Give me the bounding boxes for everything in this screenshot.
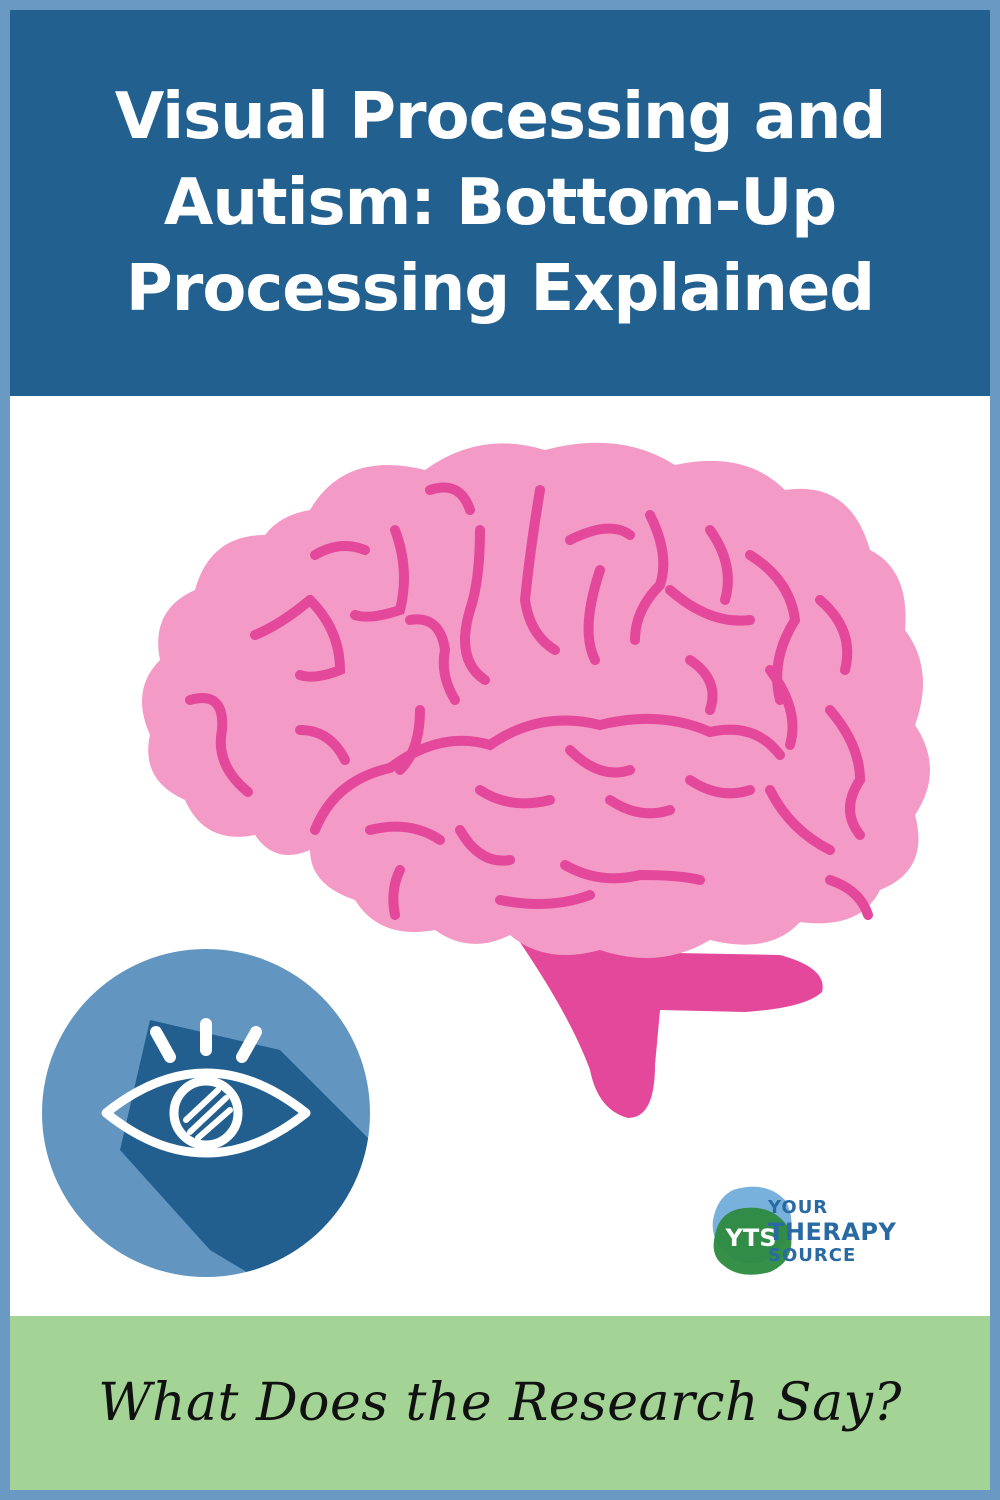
brainstem-shape [515,935,823,1118]
logo-line-source: SOURCE [768,1245,857,1266]
logo-line-your: YOUR [768,1197,829,1218]
brain-outline [142,442,930,958]
illustration-area [42,442,930,1277]
logo-line-therapy: THERAPY [768,1218,897,1246]
logo-badge: YTS [724,1224,776,1252]
logo-blob-green [713,1207,792,1275]
temporal-lobe-line [310,713,785,835]
brain-folds [185,482,873,920]
footer-banner: What Does the Research Say? [10,1316,990,1490]
eye-icon [42,949,370,1277]
title-line-1: Visual Processing and [114,80,887,154]
footer-subtitle: What Does the Research Say? [98,1373,902,1433]
title-line-2: Autism: Bottom-Up [163,166,837,240]
page-title: Visual Processing and Autism: Bottom-Up … [50,74,950,332]
header-banner: Visual Processing and Autism: Bottom-Up … [10,10,990,396]
yts-logo: YTS [712,1186,792,1275]
title-line-3: Processing Explained [125,252,875,326]
brain-illustration [142,442,930,1118]
pin-card: Visual Processing and Autism: Bottom-Up … [10,10,990,1490]
logo-wordmark: YOUR THERAPY SOURCE [768,1196,896,1268]
